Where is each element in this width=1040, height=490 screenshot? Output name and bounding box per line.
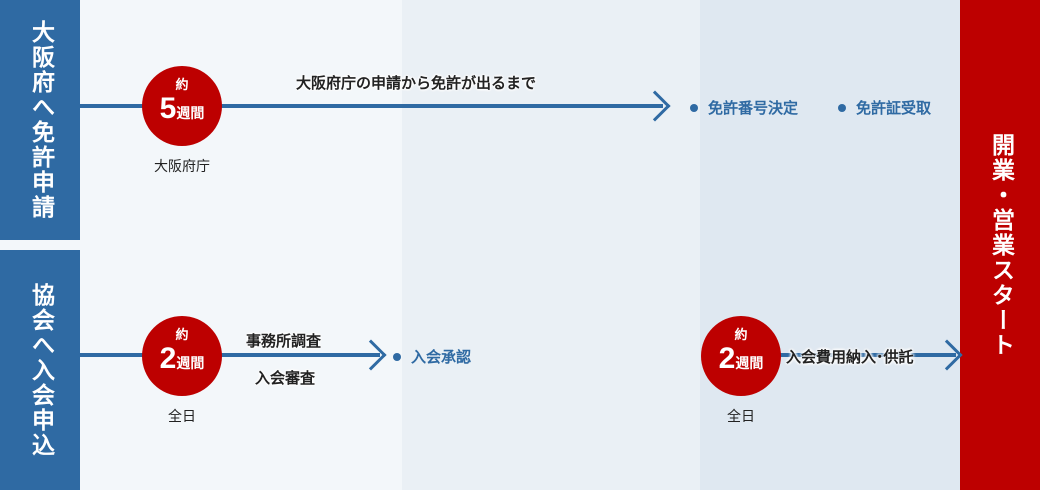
arrow-label-membership-review: 入会審査 xyxy=(255,369,316,387)
bullet-icon xyxy=(393,352,401,361)
bullet-icon xyxy=(690,103,698,112)
top-arrow-line xyxy=(80,104,663,108)
side-label-osaka: 大阪府へ免許申請 xyxy=(0,0,80,240)
goal-label: 開業・営業スタート xyxy=(987,132,1014,358)
circle-caption-top: 大阪府庁 xyxy=(154,159,210,175)
duration-badge-top: 約 5週間 xyxy=(142,66,222,146)
arrow-label-fees-deposit: 入会費用納入･供託 xyxy=(786,348,914,366)
arrow-label-office-inspection: 事務所調査 xyxy=(246,332,322,350)
phase-column-2 xyxy=(402,0,700,490)
duration-badge-bottom-1: 約 2週間 xyxy=(142,316,222,396)
result-membership-approval: 入会承認 xyxy=(393,346,471,367)
goal-column xyxy=(960,0,1040,490)
duration-badge-bottom-2: 約 2週間 xyxy=(701,316,781,396)
circle-caption-bottom-2: 全日 xyxy=(727,409,755,425)
top-arrow-label: 大阪府庁の申請から免許が出るまで xyxy=(296,74,537,92)
phase-column-1 xyxy=(80,0,402,490)
circle-caption-bottom-1: 全日 xyxy=(168,409,196,425)
bottom-arrow-line-2 xyxy=(760,353,956,357)
bullet-icon xyxy=(838,103,846,112)
bottom-arrow-line-1 xyxy=(80,353,380,357)
side-label-association: 協会へ入会申込 xyxy=(0,250,80,490)
phase-column-3 xyxy=(700,0,960,490)
result-license-number: 免許番号決定 xyxy=(690,97,798,118)
result-license-receipt: 免許証受取 xyxy=(838,97,931,118)
